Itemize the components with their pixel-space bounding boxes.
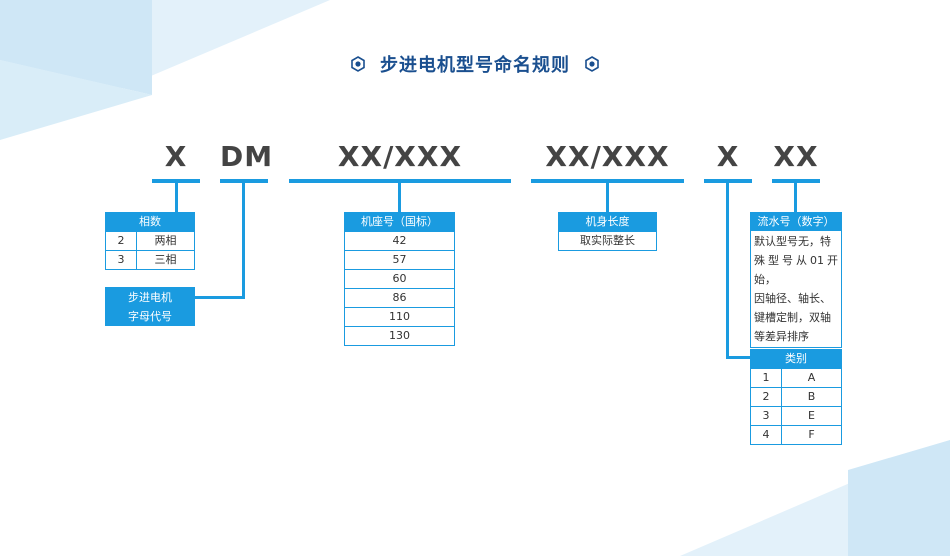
table-row: 110 <box>345 307 454 326</box>
code-serial: XX <box>773 140 819 173</box>
code-frame: XX/XXX <box>337 140 463 173</box>
title-bar: 步进电机型号命名规则 <box>0 50 950 78</box>
connector-category-v <box>726 183 729 358</box>
phase-table: 相数 2 两相 3 三相 <box>105 212 195 270</box>
connector-length <box>606 183 609 212</box>
connector-series-v <box>242 183 245 298</box>
serial-table: 流水号（数字） 默认型号无，特 殊型号从01开始， 因轴径、轴长、 键槽定制，双… <box>750 212 842 348</box>
table-row: 86 <box>345 288 454 307</box>
table-row: 2 两相 <box>106 231 194 250</box>
connector-frame <box>398 183 401 212</box>
frame-table-header: 机座号（国标） <box>345 213 454 231</box>
phase-table-header: 相数 <box>106 213 194 231</box>
table-row: 3 E <box>751 406 841 425</box>
table-row: 42 <box>345 231 454 250</box>
table-row: 2 B <box>751 387 841 406</box>
connector-category-h <box>726 356 752 359</box>
connector-series-h <box>195 296 245 299</box>
hexagon-icon <box>351 56 365 72</box>
series-code-line2: 字母代号 <box>128 310 172 323</box>
table-row: 3 三相 <box>106 250 194 269</box>
connector-phase <box>175 183 178 212</box>
underline-serial <box>772 179 820 183</box>
underline-series <box>220 179 268 183</box>
series-code-box: 步进电机 字母代号 <box>105 287 195 326</box>
table-row: 4 F <box>751 425 841 444</box>
underline-category <box>704 179 752 183</box>
table-row: 60 <box>345 269 454 288</box>
code-phase: X <box>164 140 188 173</box>
hexagon-icon <box>585 56 599 72</box>
category-table-header: 类别 <box>751 350 841 368</box>
table-row: 130 <box>345 326 454 345</box>
frame-table: 机座号（国标） 42 57 60 86 110 130 <box>344 212 455 346</box>
length-table: 机身长度 取实际整长 <box>558 212 657 251</box>
underline-frame <box>289 179 511 183</box>
table-row: 1 A <box>751 368 841 387</box>
table-row: 取实际整长 <box>559 231 656 250</box>
connector-serial <box>794 183 797 212</box>
page-title: 步进电机型号命名规则 <box>380 55 570 76</box>
category-table: 类别 1 A 2 B 3 E 4 F <box>750 349 842 445</box>
code-series: DM <box>220 140 274 173</box>
code-length: XX/XXX <box>545 140 670 173</box>
table-row: 57 <box>345 250 454 269</box>
length-table-header: 机身长度 <box>559 213 656 231</box>
serial-note: 默认型号无，特 殊型号从01开始， 因轴径、轴长、 键槽定制，双轴 等差异排序 <box>754 235 838 343</box>
series-code-line1: 步进电机 <box>128 291 172 304</box>
underline-phase <box>152 179 200 183</box>
underline-length <box>531 179 684 183</box>
code-category: X <box>716 140 740 173</box>
serial-table-header: 流水号（数字） <box>751 213 841 231</box>
